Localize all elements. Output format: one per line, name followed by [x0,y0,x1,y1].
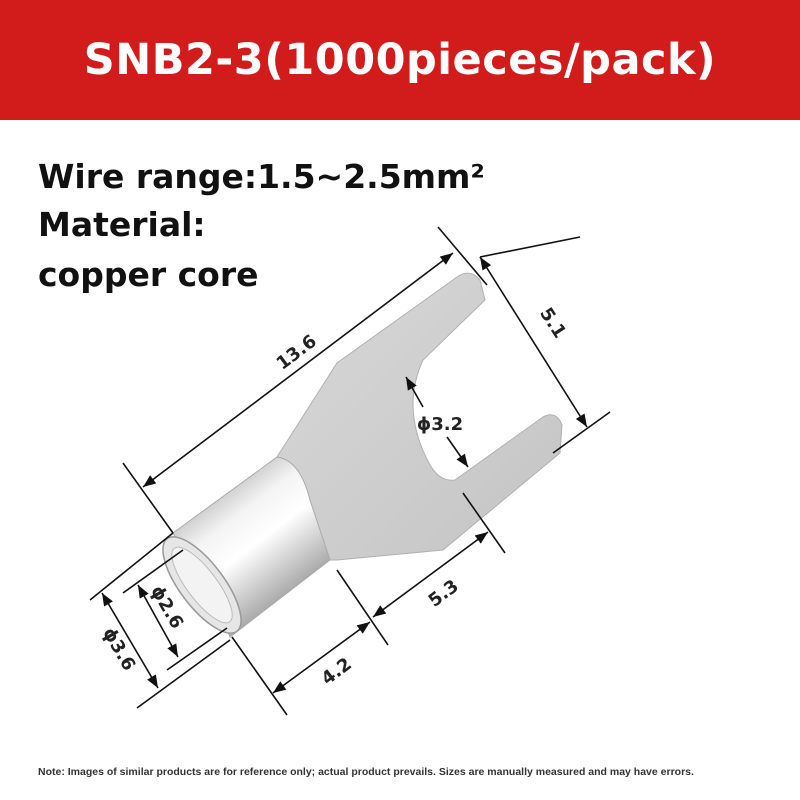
disclaimer-note: Note: Images of similar products are for… [38,766,694,778]
dim-total-length: 13.6 [273,331,321,375]
dim-barrel-length: 4.2 [318,654,356,690]
wire-range: Wire range:1.5~2.5mm² [38,157,485,196]
dim-fork-length: 5.3 [425,576,463,612]
dim-fork-width: 5.1 [535,304,570,342]
dim-stud-hole: ϕ3.2 [417,414,463,435]
product-title: SNB2-3(1000pieces/pack) [83,35,717,85]
material-label: Material: [38,205,206,244]
title-banner: SNB2-3(1000pieces/pack) [0,0,800,120]
dim-outer-diameter: ϕ3.6 [98,624,139,675]
